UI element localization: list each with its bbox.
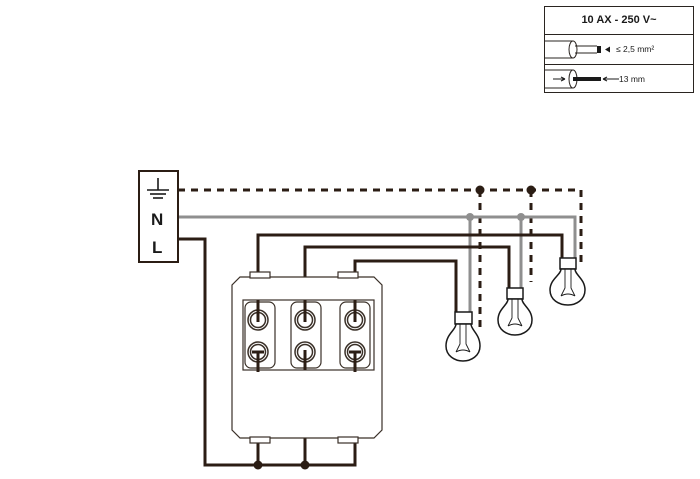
lamp-1 [445, 311, 481, 362]
line-label: L [152, 238, 162, 257]
stripped-wire-icon [545, 69, 619, 89]
wire-section-label: ≤ 2,5 mm² [616, 44, 655, 54]
supply-terminal-block: N L [138, 170, 179, 263]
spec-table: 10 AX - 250 V~ ≤ 2,5 mm² 13 mm [544, 6, 694, 93]
earth-ground-icon [147, 178, 169, 199]
rating-label: 10 AX - 250 V~ [545, 7, 693, 35]
wire-section-row: ≤ 2,5 mm² [545, 35, 693, 65]
neutral-junction-2 [517, 213, 525, 221]
cable-icon [545, 40, 610, 59]
live-junction-1 [253, 460, 263, 470]
strip-length-row: 13 mm [545, 65, 693, 93]
earth-junction-1 [475, 185, 485, 195]
neutral-label: N [151, 210, 163, 229]
neutral-wire [178, 215, 577, 312]
neutral-junction-1 [466, 213, 474, 221]
earth-junction-2 [526, 185, 536, 195]
lamp-2 [497, 287, 533, 336]
strip-length-label: 13 mm [619, 74, 645, 84]
live-junction-2 [300, 460, 310, 470]
lamp-3 [549, 257, 586, 306]
